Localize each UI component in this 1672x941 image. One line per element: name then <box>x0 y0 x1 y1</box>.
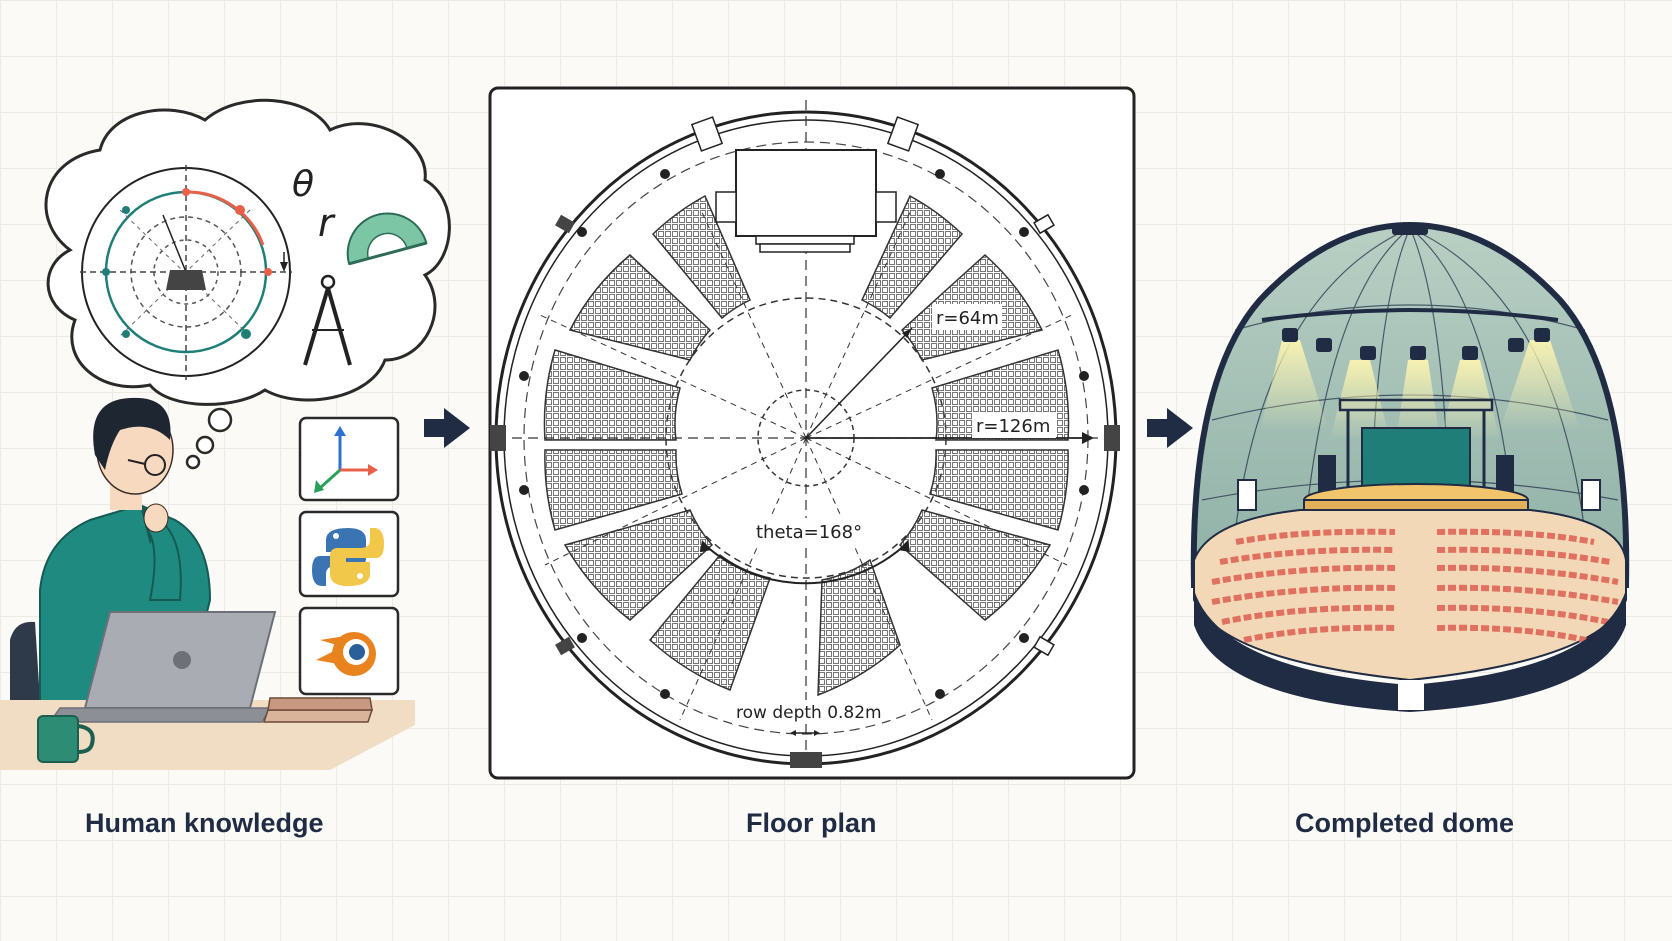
main-entrance <box>1398 680 1424 710</box>
angle-label: theta=168° <box>756 522 862 543</box>
theta-symbol: θ <box>292 164 314 205</box>
thought-bubble-medium <box>195 435 215 455</box>
entrances <box>490 213 1120 768</box>
thought-bubble-large <box>207 407 233 433</box>
blender-card <box>298 606 400 696</box>
outer-radius-label: r=126m <box>976 416 1050 437</box>
speaker-right <box>1496 455 1514 495</box>
axes-3d-icon <box>314 426 378 493</box>
python-logo-icon <box>312 528 384 586</box>
axes-3d-card <box>298 416 400 502</box>
books <box>262 697 374 723</box>
stage-screen <box>1361 427 1471 491</box>
arrow-right-icon <box>424 408 470 448</box>
speaker-left <box>1318 455 1336 495</box>
r-symbol: r <box>318 201 336 245</box>
python-card <box>298 510 400 598</box>
seat-rows <box>1211 528 1619 643</box>
caption-completed-dome: Completed dome <box>1295 808 1515 838</box>
polar-sketch <box>80 165 292 380</box>
human-knowledge-panel: θ r <box>0 98 451 770</box>
thought-bubble-small <box>185 454 201 470</box>
caption-human-knowledge: Human knowledge <box>85 808 324 838</box>
stage-block <box>690 116 920 253</box>
pillars <box>519 169 1089 699</box>
row-depth-label: row depth 0.82m <box>736 703 882 723</box>
dome-cap <box>1392 223 1428 235</box>
laptop-icon <box>48 611 277 723</box>
dome-base <box>1194 590 1626 712</box>
blender-logo-icon <box>316 632 376 676</box>
floor-plan-panel: r=64m r=126m theta=168° row depth 0.82m <box>488 86 1136 780</box>
inner-radius-label: r=64m <box>936 308 999 329</box>
compass-icon <box>303 274 352 366</box>
protractor-icon <box>346 212 428 266</box>
completed-dome-panel <box>1190 221 1630 712</box>
caption-floor-plan: Floor plan <box>746 808 877 838</box>
arrow-right-icon <box>1147 408 1193 448</box>
mug-icon <box>37 715 95 763</box>
seating-sectors <box>543 194 1070 697</box>
